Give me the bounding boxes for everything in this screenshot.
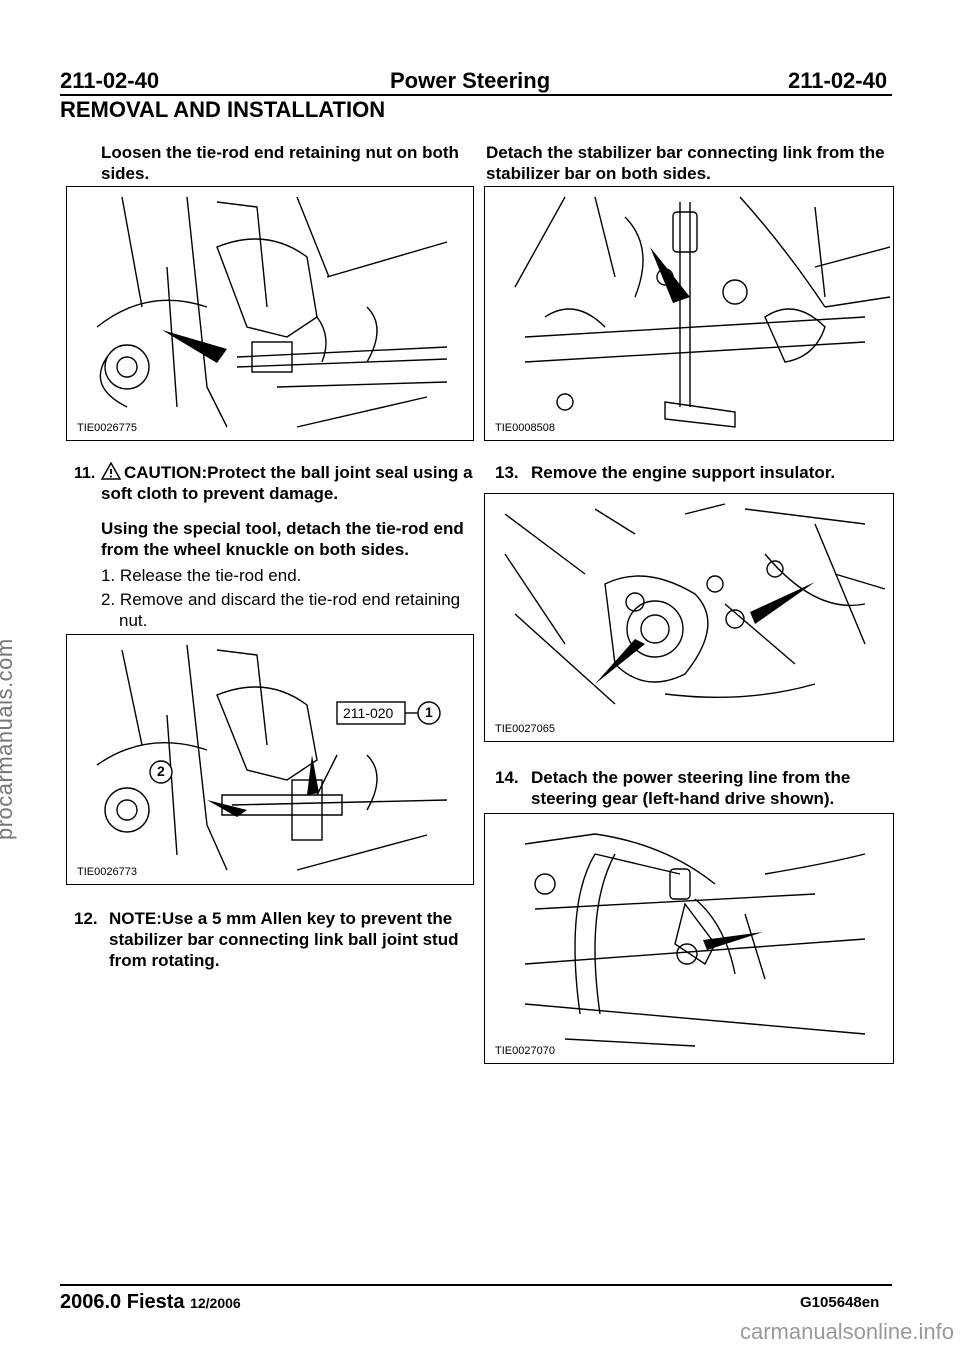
- figure-steering-line: TIE0027070: [484, 813, 894, 1064]
- footer-date: 12/2006: [190, 1295, 241, 1311]
- illustration-tie-rod-tool: [96, 644, 448, 871]
- illustration-steering-line: [524, 833, 866, 1047]
- substep-1-text: Release the tie-rod end.: [119, 566, 302, 585]
- footer-code: G105648en: [800, 1294, 880, 1311]
- caution-icon: [101, 462, 121, 480]
- page-code-right: 211-02-40: [788, 68, 888, 93]
- illustration-engine-support: [504, 503, 886, 705]
- header-rule: [60, 94, 892, 96]
- caution-text: CAUTION:Protect the ball joint seal usin…: [101, 463, 473, 503]
- step-12b-text: Detach the stabilizer bar connecting lin…: [486, 143, 885, 183]
- substep-1-number: 1.: [101, 566, 116, 585]
- step-10-text: Loosen the tie-rod end retaining nut on …: [101, 143, 459, 183]
- figure-id: TIE0027070: [495, 1045, 555, 1057]
- step-12-number: 12.: [74, 909, 98, 928]
- step-11-number: 11.: [74, 465, 96, 482]
- illustration-tie-rod-nut: [96, 196, 448, 428]
- step-13-text: Remove the engine support insulator.: [531, 463, 836, 482]
- footer-model: 2006.0 Fiesta 12/2006: [60, 1291, 241, 1314]
- step-13-number: 13.: [495, 463, 519, 482]
- step-14-number: 14.: [495, 768, 519, 787]
- step-12-text: NOTE:Use a 5 mm Allen key to prevent the…: [109, 909, 459, 970]
- figure-id: TIE0026773: [77, 866, 137, 878]
- tool-number: 211-020: [343, 705, 394, 721]
- figure-id: TIE0027065: [495, 723, 555, 735]
- page-title: Power Steering: [390, 68, 551, 93]
- figure-stabilizer-link: TIE0008508: [484, 186, 894, 441]
- section-title: REMOVAL AND INSTALLATION: [60, 97, 386, 122]
- side-watermark: procarmanuals.com: [0, 638, 17, 840]
- figure-tie-rod-tool: 211-020 1 2 TIE0026773: [66, 634, 474, 885]
- callout-2: [149, 760, 173, 784]
- footer-model-name: 2006.0 Fiesta: [60, 1291, 185, 1313]
- bottom-watermark: carmanualsonline.info: [739, 1319, 954, 1344]
- figure-id: TIE0008508: [495, 422, 555, 434]
- substep-1: 1. Release the tie-rod end.: [101, 565, 473, 586]
- page-code-left: 211-02-40: [60, 68, 160, 93]
- substep-2-number: 2.: [101, 590, 116, 609]
- callout-2-label: 2: [157, 763, 165, 779]
- illustration-stabilizer-link: [514, 196, 891, 428]
- footer-rule: [60, 1284, 892, 1286]
- step-11-text: Using the special tool, detach the tie-r…: [101, 519, 464, 559]
- figure-engine-support: TIE0027065: [484, 493, 894, 742]
- callout-1: [417, 701, 441, 725]
- figure-id: TIE0026775: [77, 422, 137, 434]
- step-11-caution: CAUTION:Protect the ball joint seal usin…: [101, 462, 473, 504]
- callout-1-label: 1: [425, 704, 433, 720]
- step-14-text: Detach the power steering line from the …: [531, 768, 851, 808]
- substep-2-text: Remove and discard the tie-rod end retai…: [119, 590, 461, 630]
- substep-2: 2. Remove and discard the tie-rod end re…: [101, 589, 484, 631]
- figure-tie-rod-nut: TIE0026775: [66, 186, 474, 441]
